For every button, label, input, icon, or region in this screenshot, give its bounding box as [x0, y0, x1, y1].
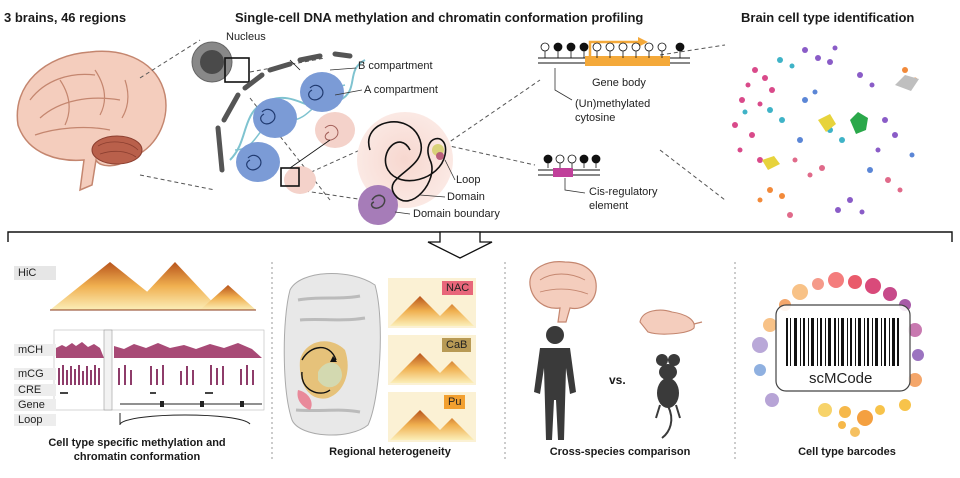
human-and-mouse-brain-icons [529, 261, 703, 335]
region-tag-nac: NAC [442, 281, 474, 295]
nucleus-diagram [191, 41, 366, 194]
label-a-compartment: A compartment [364, 84, 438, 96]
human-silhouette-icon [534, 326, 576, 440]
barcode-label: scMCode [809, 370, 873, 387]
mouse-silhouette-icon [655, 354, 681, 439]
label-domain: Domain [447, 191, 485, 203]
label-b-compartment: B compartment [358, 60, 433, 72]
header-profiling: Single-cell DNA methylation and chromati… [235, 10, 644, 25]
cell-type-tsne-plot [732, 45, 919, 218]
genome-tracks [53, 329, 265, 425]
track-label-cre: CRE [14, 384, 56, 396]
caption-barcodes: Cell type barcodes [798, 446, 896, 458]
caption-regional: Regional heterogeneity [329, 446, 451, 458]
track-label-hic: HiC [14, 266, 56, 280]
barcode-icon [775, 304, 911, 392]
human-brain-illustration [16, 50, 167, 192]
track-label-mch: mCH [14, 344, 56, 356]
label-cytosine: cytosine [575, 112, 616, 124]
track-label-loop: Loop [14, 414, 56, 426]
panel-dividers [271, 262, 736, 460]
label-element: element [589, 200, 629, 212]
caption-chromatin: chromatin conformation [73, 451, 201, 463]
label-loop: Loop [456, 174, 481, 186]
down-arrow-icon [427, 231, 493, 259]
caption-cross-species: Cross-species comparison [549, 446, 691, 458]
header-celltype: Brain cell type identification [741, 10, 915, 25]
label-cis-regulatory: Cis-regulatory [589, 186, 658, 198]
label-gene-body: Gene body [592, 77, 646, 89]
region-tag-pu: Pu [444, 395, 466, 409]
methylation-diagram [538, 37, 690, 194]
coronal-brain-slice [283, 273, 381, 436]
regional-hic-maps [388, 278, 476, 442]
chromatin-domain-diagram [357, 112, 456, 225]
label-unmethylated: (Un)methylated [575, 98, 651, 110]
header-brains: 3 brains, 46 regions [4, 10, 127, 25]
label-nucleus: Nucleus [226, 31, 266, 43]
hic-heatmap [50, 262, 256, 311]
track-label-gene: Gene [14, 399, 56, 411]
region-tag-cab: CaB [442, 338, 472, 352]
track-label-mcg: mCG [14, 368, 56, 380]
caption-methylation: Cell type specific methylation and [48, 437, 226, 449]
label-domain-boundary: Domain boundary [413, 208, 500, 220]
vs-label: vs. [609, 373, 626, 387]
